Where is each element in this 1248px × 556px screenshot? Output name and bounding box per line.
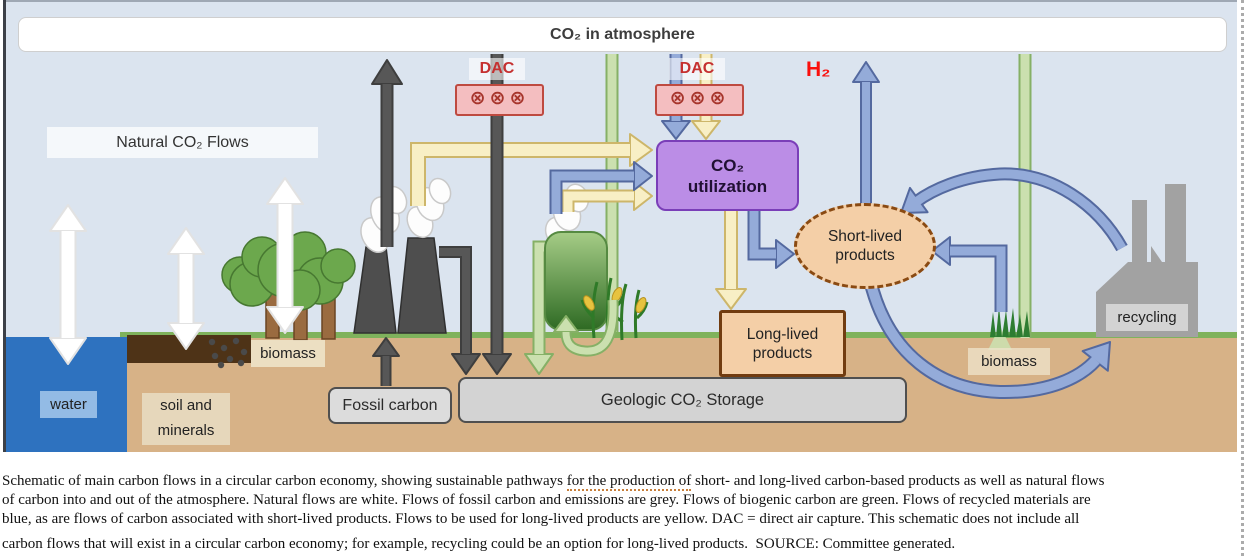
carbon-flow-diagram: CO₂ in atmosphere Natural CO₂ Flows DAC …	[0, 0, 1238, 452]
caption-line1-pre: Schematic of main carbon flows in a circ…	[2, 473, 567, 489]
dac-right-unit: ⊗⊗⊗	[655, 84, 744, 116]
caption-line1-underlined: for the production of	[567, 473, 692, 491]
atmosphere-banner: CO₂ in atmosphere	[18, 17, 1227, 52]
caption-line1-post: short- and long-lived carbon-based produ…	[691, 473, 1104, 489]
short-lived-line2: products	[797, 246, 933, 265]
soil-label-line2: minerals	[158, 422, 215, 439]
caption-line-4: carbon flows that will exist in a circul…	[2, 536, 955, 553]
dac-fan-icons: ⊗⊗⊗	[670, 88, 730, 109]
co2-utilization-line1: CO₂	[658, 155, 797, 176]
dac-right-label: DAC	[669, 58, 725, 80]
caption-line-1: Schematic of main carbon flows in a circ…	[2, 473, 1104, 490]
biomass-right-label: biomass	[968, 348, 1050, 375]
biorefinery	[545, 232, 607, 330]
dac-left-label: DAC	[469, 58, 525, 80]
caption-line-2: of carbon into and out of the atmosphere…	[2, 492, 1091, 509]
soil-minerals-label: soil and minerals	[142, 393, 230, 445]
dac-left-unit: ⊗⊗⊗	[455, 84, 544, 116]
natural-flows-label: Natural CO₂ Flows	[47, 127, 318, 158]
long-lived-products-box: Long-lived products	[719, 310, 846, 377]
co2-utilization-line2: utilization	[658, 176, 797, 197]
dotted-cell-border	[1241, 0, 1244, 556]
caption-line-3: blue, as are flows of carbon associated …	[2, 511, 1079, 528]
fossil-power-plant	[354, 238, 446, 333]
biomass-left-label: biomass	[251, 340, 325, 367]
short-lived-products-oval: Short-lived products	[794, 203, 936, 289]
dac-fan-icons: ⊗⊗⊗	[470, 88, 530, 109]
h2-label: H₂	[806, 58, 846, 82]
recycling-label: recycling	[1106, 304, 1188, 331]
water-label: water	[40, 391, 97, 418]
long-lived-line1: Long-lived	[722, 325, 843, 344]
geologic-storage-box: Geologic CO₂ Storage	[458, 377, 907, 423]
figure-caption: Schematic of main carbon flows in a circ…	[2, 468, 1239, 556]
long-lived-line2: products	[722, 344, 843, 363]
soil-minerals-dots	[209, 338, 247, 368]
co2-utilization-box: CO₂ utilization	[656, 140, 799, 211]
fossil-carbon-box: Fossil carbon	[328, 387, 452, 424]
short-lived-line1: Short-lived	[797, 227, 933, 246]
soil-label-line1: soil and	[160, 397, 212, 414]
